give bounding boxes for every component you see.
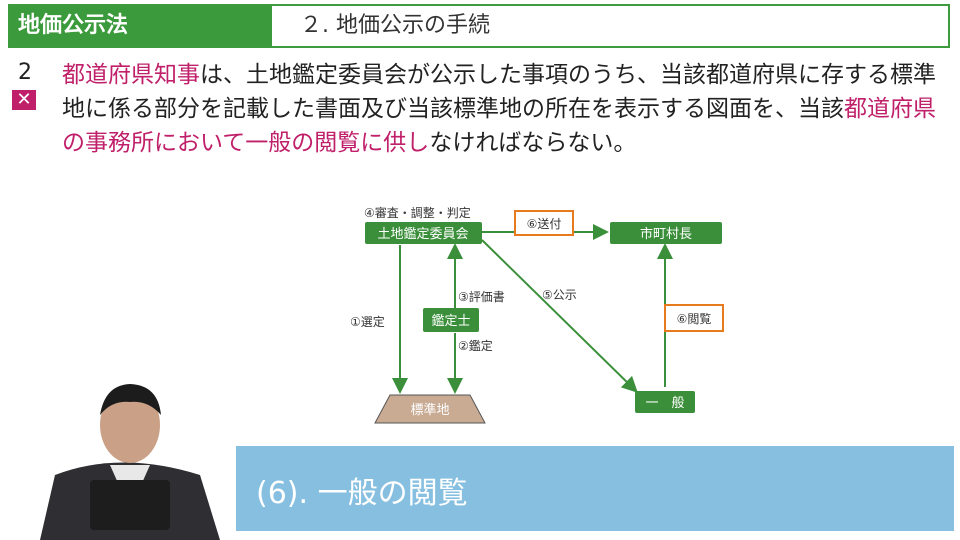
label-send: ⑥送付 [527,216,562,231]
label-select: ①選定 [350,314,385,329]
node-mayor-label: 市町村長 [640,226,692,242]
label-evaluation: ③評価書 [458,289,505,304]
subject-title: 地価公示法 [10,6,272,46]
incorrect-mark-icon: ✕ [12,90,36,110]
label-inspection-box [664,304,724,332]
procedure-diagram: 土地鑑定委員会 市町村長 鑑定士 標準地 一 般 ④審査・調整・判定 ⑥送付 ①… [350,205,724,424]
label-inspection: ⑥閲覧 [677,312,712,326]
question-segment: 都道府県知事 [62,62,200,88]
header-bar: 地価公示法 ２. 地価公示の手続 [8,4,950,48]
node-public [635,391,695,413]
question-segment: は、土地鑑定委員会が公示した事項のうち、当該都道府県に存する標準地に係る部分を記… [62,62,936,122]
node-committee-label: 土地鑑定委員会 [377,226,468,242]
presenter-figure [40,384,220,540]
label-review: ④審査・調整・判定 [364,205,471,220]
label-announce: ⑤公示 [542,288,577,302]
question-segment: 都道府県の事務所において一般の閲覧に供し [62,96,936,156]
arrow-announce [481,239,638,393]
node-mayor [610,222,722,244]
node-public-label: 一 般 [645,395,684,411]
node-committee [365,222,482,244]
topic-title: ２. 地価公示の手続 [300,13,490,38]
node-appraiser [423,308,479,332]
question-text: 都道府県知事は、土地鑑定委員会が公示した事項のうち、当該都道府県に存する標準地に… [62,58,942,160]
label-send-box [514,210,574,236]
node-appraiser-label: 鑑定士 [431,313,470,329]
label-appraisal: ②鑑定 [458,338,493,353]
node-land [374,394,486,424]
question-number: 2 [18,60,32,85]
caption-box: (6). 一般の閲覧 [236,446,954,531]
caption-text: (6). 一般の閲覧 [256,476,468,511]
node-land-label: 標準地 [410,402,449,418]
question-segment: なければならない。 [429,130,637,156]
